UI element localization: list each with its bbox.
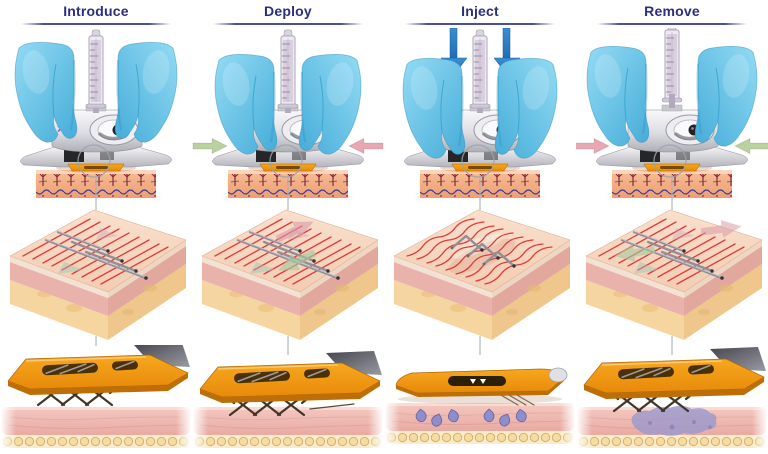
- step-title-remove: Remove: [644, 3, 700, 19]
- title-underline: [21, 23, 171, 25]
- closeup-illustration: [576, 345, 768, 454]
- title-underline: [405, 23, 555, 25]
- needle-plate: [199, 350, 383, 404]
- closeup-illustration: [192, 345, 384, 454]
- needle-plate: [583, 346, 767, 400]
- device-hands-illustration: [192, 29, 384, 198]
- skin-cross-section: [0, 399, 192, 454]
- device-hands-illustration: [576, 28, 768, 198]
- needle-plate-flat: [395, 367, 568, 404]
- device-hands-illustration: [14, 29, 178, 198]
- panel-introduce: Introduce: [0, 0, 192, 454]
- plate-knob: [548, 367, 568, 383]
- release-arrow-left-icon: [576, 138, 610, 154]
- squeeze-arrow-left-icon: [192, 138, 228, 154]
- gloved-hand-right: [298, 53, 362, 156]
- title-underline: [213, 23, 363, 25]
- skin-cross-section: [384, 395, 576, 451]
- gloved-hand-right: [694, 45, 758, 148]
- skin-block-illustration: [585, 196, 763, 346]
- injected-drug-depot: [631, 405, 717, 436]
- panel-deploy: Deploy: [192, 0, 384, 454]
- step-title-deploy: Deploy: [264, 3, 312, 19]
- device-hands-illustration: [402, 28, 558, 198]
- syringe: [277, 29, 299, 114]
- syringe: [469, 29, 491, 114]
- step-title-inject: Inject: [461, 3, 499, 19]
- gloved-hand-left: [402, 57, 466, 160]
- release-arrow-right-icon: [734, 138, 768, 154]
- gloved-hand-right: [114, 41, 178, 144]
- closeup-illustration: [384, 345, 576, 451]
- skin-block-illustration: [201, 196, 379, 346]
- needle-plate: [7, 345, 191, 396]
- bent-needles: [450, 234, 516, 268]
- syringe: [85, 29, 107, 114]
- gloved-hand-right: [494, 57, 558, 160]
- step-title-introduce: Introduce: [63, 3, 129, 19]
- title-underline: [597, 23, 747, 25]
- gloved-hand-left: [586, 45, 650, 148]
- panel-remove: Remove: [576, 0, 768, 454]
- skin-block: [9, 209, 187, 341]
- gloved-hand-left: [14, 41, 78, 144]
- squeeze-arrow-right-icon: [348, 138, 384, 154]
- syringe-tip: [669, 94, 675, 108]
- panel-inject: Inject: [384, 0, 576, 454]
- skin-block-illustration: [393, 196, 571, 346]
- closeup-illustration: [0, 345, 192, 454]
- gloved-hand-left: [214, 53, 278, 156]
- deployed-needle: [309, 403, 355, 410]
- skin-block-illustration: [9, 196, 187, 346]
